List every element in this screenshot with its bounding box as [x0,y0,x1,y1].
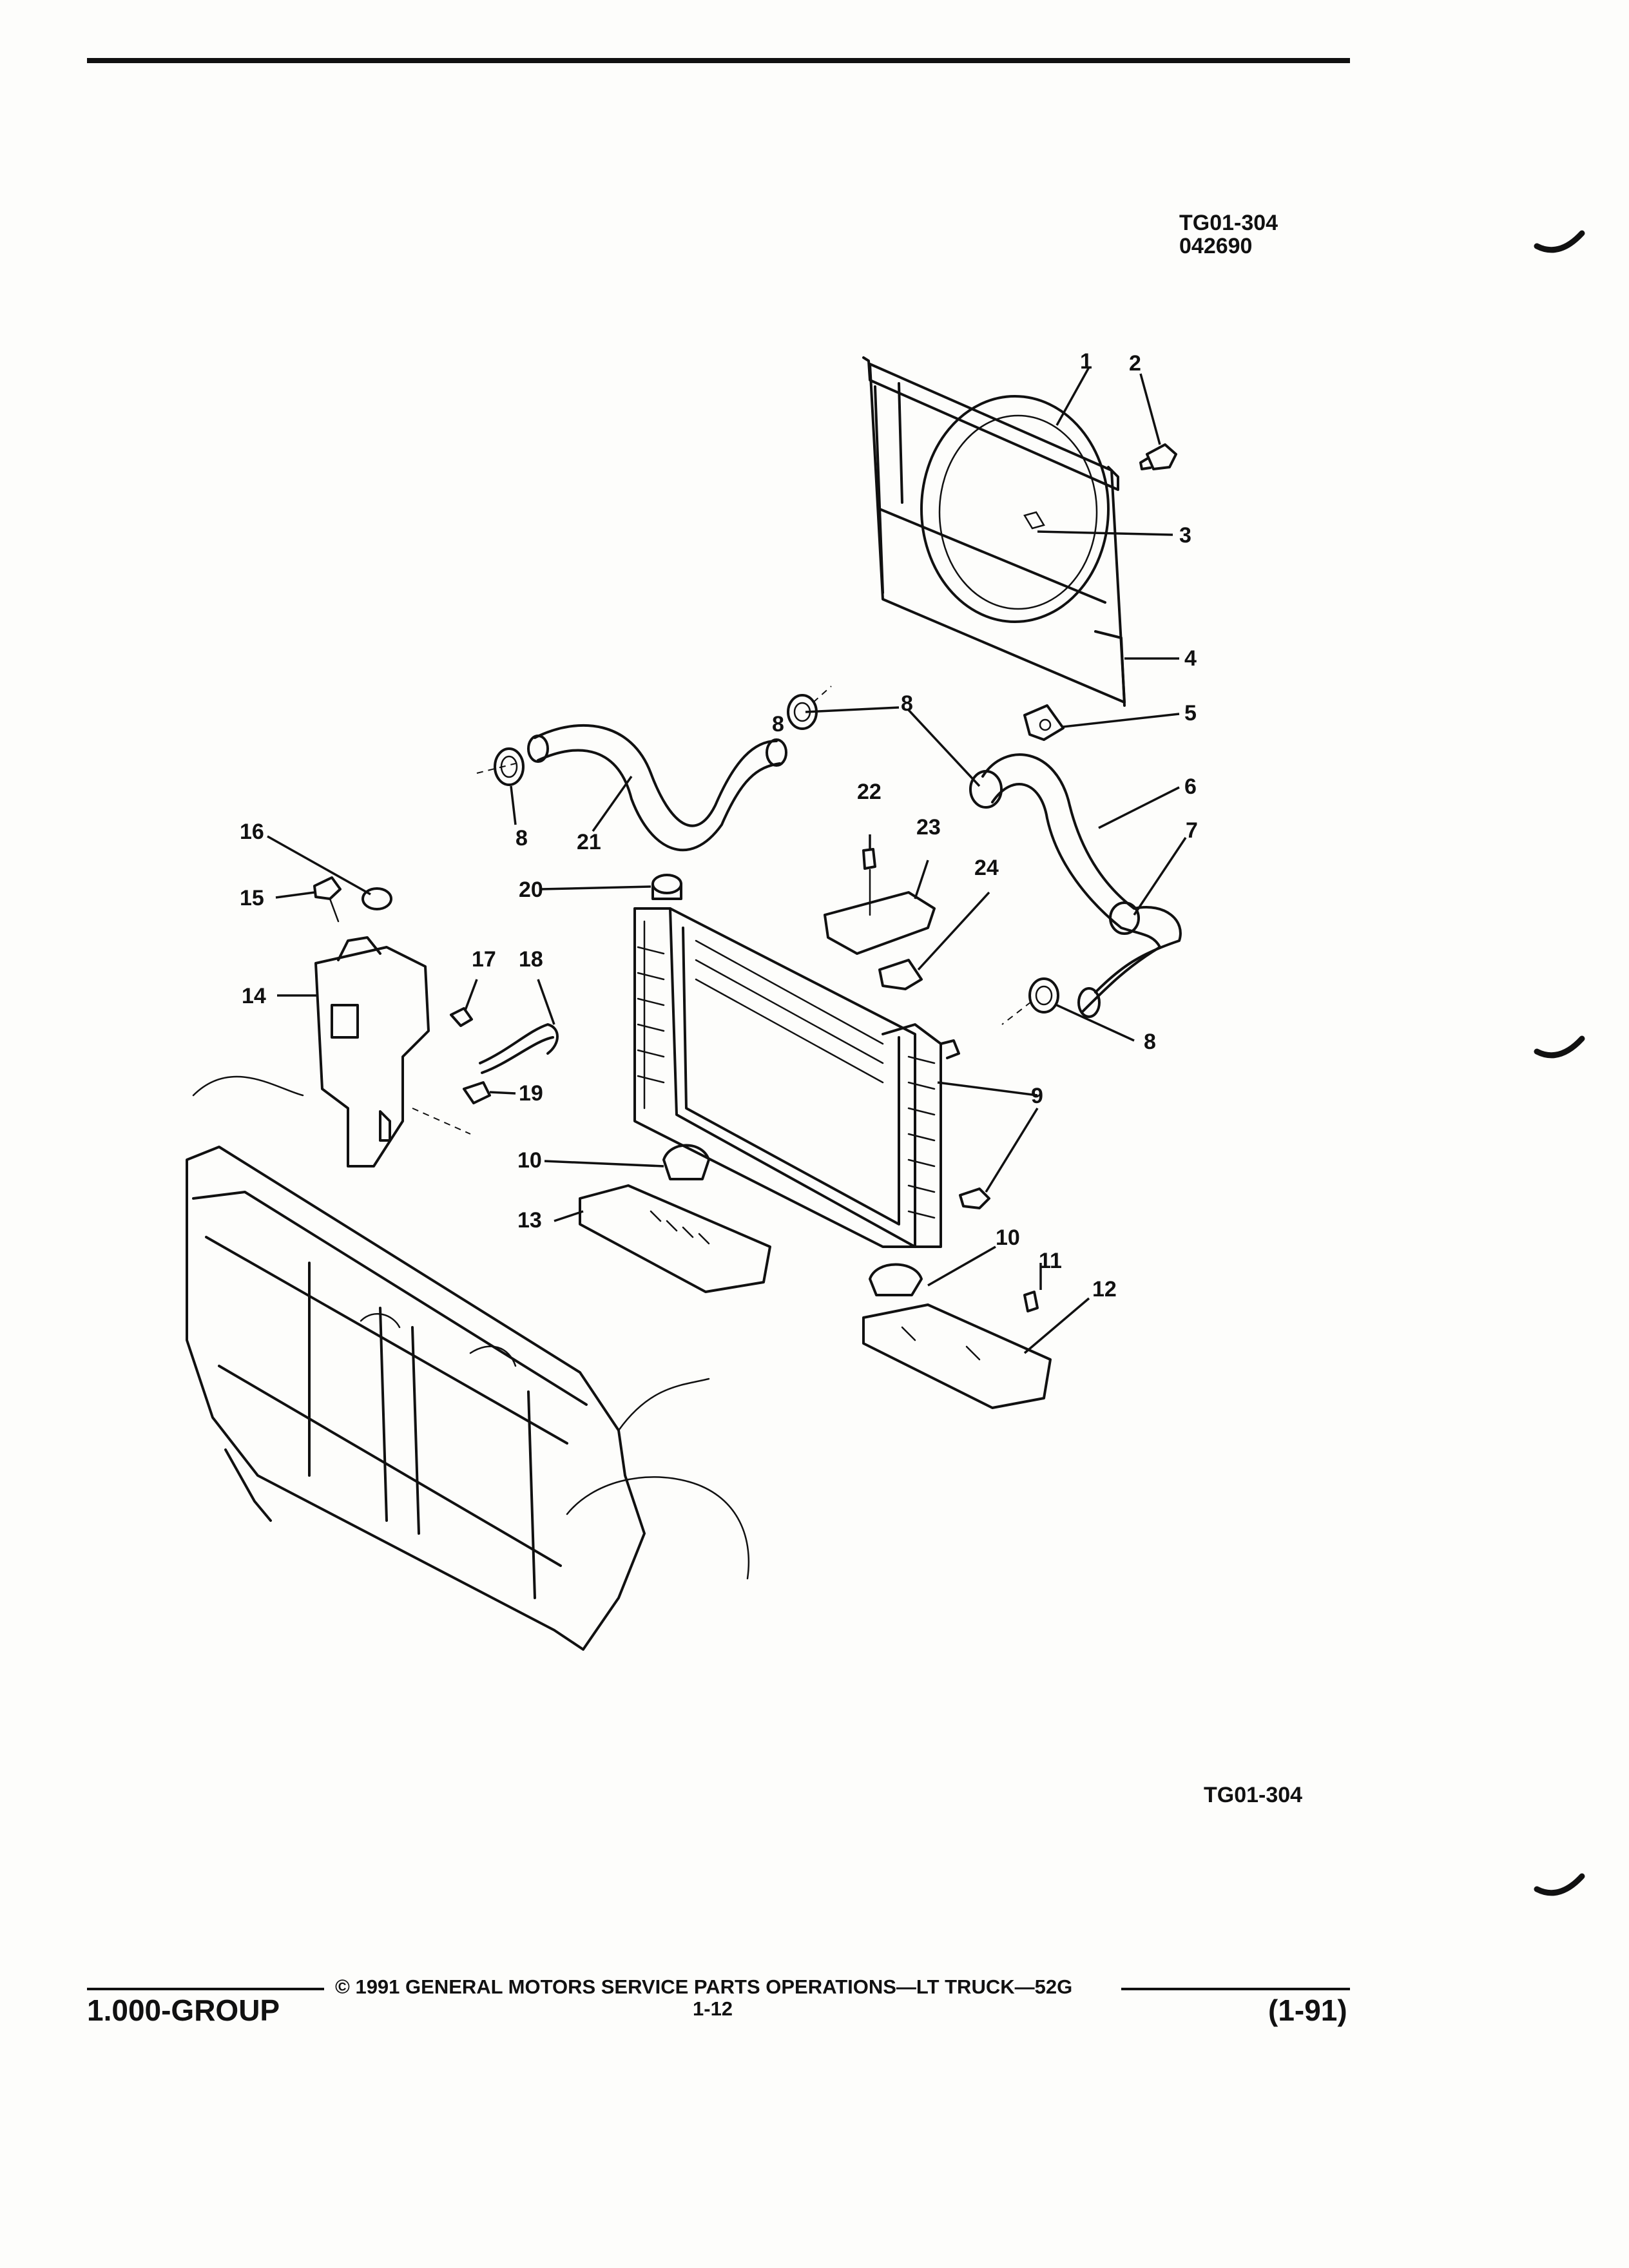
callout-4: 4 [1184,646,1197,671]
callout-8d: 8 [772,712,784,736]
figure-ref-code: TG01-304 [1179,211,1278,235]
footer-rule-right [1121,1988,1350,1990]
callout-21: 21 [577,830,601,854]
callout-11: 11 [1039,1249,1062,1273]
callout-8c: 8 [1144,1030,1156,1054]
radiator [633,874,942,1248]
page-number: 1-12 [693,1997,733,2020]
figure-reference: TG01-304 042690 [1179,211,1278,258]
lower-bracket-left [579,1144,771,1293]
callout-10b: 10 [996,1225,1020,1250]
group-number: 1.000-GROUP [87,1994,280,2027]
binder-mark-icon [1534,230,1585,253]
top-rule [87,58,1350,63]
bolt-2 [1139,443,1177,470]
callout-24: 24 [974,856,999,880]
callout-16: 16 [240,820,264,844]
drain-cock [940,1039,990,1209]
callout-8b: 8 [516,826,528,850]
radiator-upper-bracket [824,848,936,990]
callout-10a: 10 [517,1148,542,1173]
binder-mark-icon [1534,1035,1585,1059]
callout-labels: 1 2 3 4 5 6 7 8 8 8 8 9 10 10 11 12 13 1… [240,349,1198,1302]
radiator-support [186,1075,750,1651]
callout-3: 3 [1179,523,1191,548]
callout-5: 5 [1184,701,1197,726]
callout-8a: 8 [901,691,913,716]
callout-14: 14 [242,984,266,1008]
clip-5 [1023,704,1065,741]
binder-mark-icon [1534,1873,1585,1896]
upper-radiator-hose [476,724,787,852]
callout-17: 17 [472,947,496,972]
hose-clamp [494,686,1059,1014]
callout-leaders [267,367,1187,1354]
callout-20: 20 [519,878,543,902]
callout-19: 19 [519,1081,543,1106]
callout-7: 7 [1186,818,1198,843]
revision-date: (1-91) [1268,1994,1347,2027]
overflow-hose [450,1007,559,1104]
callout-13: 13 [517,1208,542,1233]
coolant-recovery-reservoir [314,936,471,1168]
figure-ref-code-bottom: TG01-304 [1204,1783,1303,1807]
lower-bracket-right [862,1263,1052,1409]
copyright-notice: © 1991 GENERAL MOTORS SERVICE PARTS OPER… [335,1975,1073,1998]
callout-6: 6 [1184,774,1197,799]
fan-shroud [862,356,1126,707]
lower-radiator-hose [981,753,1182,1025]
reservoir-cap [313,876,392,923]
callout-9: 9 [1031,1084,1043,1108]
callout-1: 1 [1080,349,1092,374]
figure-date-code: 042690 [1179,234,1253,258]
callout-2: 2 [1129,351,1141,376]
callout-15: 15 [240,886,264,910]
callout-18: 18 [519,947,543,972]
callout-12: 12 [1092,1277,1117,1302]
callout-23: 23 [916,815,941,840]
footer-rule-left [87,1988,324,1990]
callout-22: 22 [857,780,882,804]
